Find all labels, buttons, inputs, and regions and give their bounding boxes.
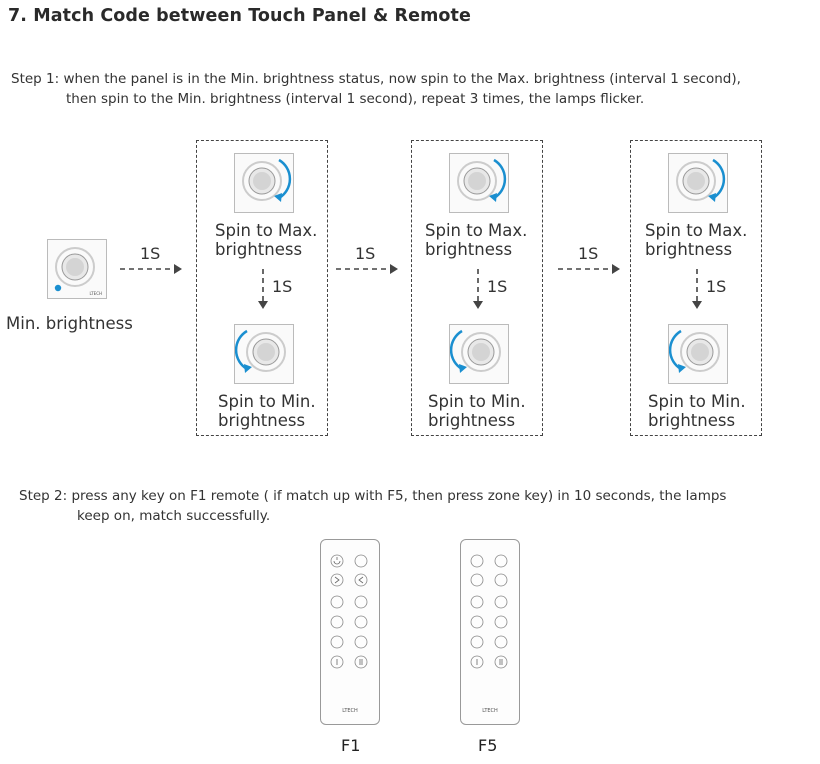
cycle-box-3: Spin to Max. brightness 1S Spin to Min. … (630, 140, 762, 436)
remote-f5-label: F5 (478, 736, 498, 755)
max-label-line2: brightness (425, 240, 513, 259)
arrow-right-icon (120, 264, 182, 274)
interval-label-3: 1S (578, 244, 599, 263)
knob-icon (54, 247, 95, 292)
arrow-down-icon (473, 269, 483, 309)
max-panel (449, 153, 509, 213)
step1-line1: Step 1: when the panel is in the Min. br… (11, 71, 741, 87)
knob-icon (242, 158, 292, 202)
clockwise-arrow-icon (278, 158, 292, 200)
cycle-box-1: Spin to Max. brightness 1S Spin to Min. … (196, 140, 328, 436)
cycle-box-2: Spin to Max. brightness 1S Spin to Min. … (411, 140, 543, 436)
counterclockwise-arrow-icon (234, 329, 248, 371)
min-panel (234, 324, 294, 384)
min-panel (668, 324, 728, 384)
min-label-line1: Spin to Min. (648, 392, 746, 411)
knob-icon (457, 158, 507, 202)
knob-icon (668, 329, 720, 373)
max-label-line2: brightness (215, 240, 303, 259)
start-panel: LTECH (47, 239, 107, 299)
knob-icon (449, 329, 501, 373)
remote-brand: LTECH (482, 708, 498, 714)
interval-label-down: 1S (487, 277, 508, 296)
max-panel (234, 153, 294, 213)
page-title: 7. Match Code between Touch Panel & Remo… (8, 6, 471, 26)
max-label-line1: Spin to Max. (215, 221, 318, 240)
interval-label-2: 1S (355, 244, 376, 263)
min-indicator-dot (54, 284, 62, 292)
min-label-line1: Spin to Min. (428, 392, 526, 411)
step1-line2: then spin to the Min. brightness (interv… (66, 91, 645, 107)
arrow-down-icon (258, 269, 268, 309)
remote-f1-label: F1 (341, 736, 361, 755)
panel-brand: LTECH (89, 291, 102, 296)
knob-icon (234, 329, 286, 373)
min-panel (449, 324, 509, 384)
interval-label-down: 1S (706, 277, 727, 296)
min-label-line2: brightness (428, 411, 516, 430)
min-label-line2: brightness (218, 411, 306, 430)
counterclockwise-arrow-icon (449, 329, 463, 371)
remote-f5-buttons (470, 554, 508, 669)
interval-label-1: 1S (140, 244, 161, 263)
clockwise-arrow-icon (493, 158, 507, 200)
remote-f1: LTECH (320, 539, 380, 725)
max-panel (668, 153, 728, 213)
clockwise-arrow-icon (712, 158, 726, 200)
interval-label-down: 1S (272, 277, 293, 296)
start-label: Min. brightness (6, 314, 133, 333)
step2-line2: keep on, match successfully. (77, 508, 271, 524)
remote-f1-buttons (330, 554, 368, 669)
remote-brand: LTECH (342, 708, 358, 714)
counterclockwise-arrow-icon (668, 329, 682, 371)
arrow-down-icon (692, 269, 702, 309)
knob-icon (676, 158, 726, 202)
max-label-line2: brightness (645, 240, 733, 259)
max-label-line1: Spin to Max. (425, 221, 528, 240)
min-label-line2: brightness (648, 411, 736, 430)
arrow-right-icon (558, 264, 620, 274)
remote-f5: LTECH (460, 539, 520, 725)
max-label-line1: Spin to Max. (645, 221, 748, 240)
step2-line1: Step 2: press any key on F1 remote ( if … (19, 488, 727, 504)
arrow-right-icon (336, 264, 398, 274)
min-label-line1: Spin to Min. (218, 392, 316, 411)
